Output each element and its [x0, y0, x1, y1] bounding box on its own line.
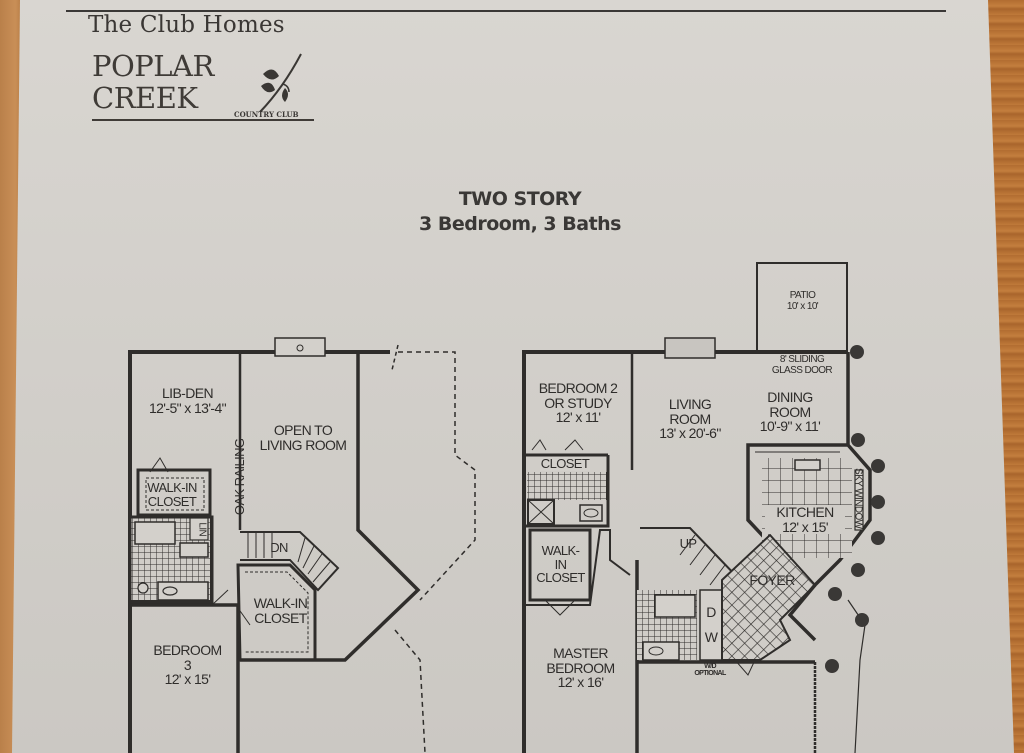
washer-label: W: [704, 629, 718, 645]
sliding-glass-door-label: 8' SLIDING GLASS DOOR: [762, 354, 842, 376]
room-name: KITCHEN: [776, 504, 834, 520]
closet-label: CLOSET: [540, 456, 590, 471]
header-rule: [66, 10, 946, 12]
room-name-line2: CLOSET: [254, 609, 307, 626]
brand-name-line1: POPLAR: [92, 49, 214, 83]
room-name-line2: ROOM: [769, 403, 811, 420]
room-label-foyer: FOYER: [749, 572, 795, 588]
brand-tagline: The Club Homes: [88, 12, 285, 38]
room-label-master-bedroom: MASTER BEDROOM 12' x 16': [533, 646, 628, 690]
brand-name-line2: CREEK: [92, 81, 198, 115]
room-name-line2: OR STUDY: [544, 394, 612, 411]
room-name-line1: WALK-: [541, 543, 580, 558]
plan-subtitle: 3 Bedroom, 3 Baths: [419, 213, 621, 235]
room-label-kitchen: KITCHEN 12' x 15': [765, 504, 845, 535]
room-name-line2: BEDROOM: [546, 659, 615, 676]
room-label-walkin-closet-lower: WALK- IN CLOSET: [533, 544, 588, 585]
room-label-walkin-closet-upper-2: WALK-IN CLOSET: [248, 596, 313, 625]
oak-railing-label: OAK RAILING: [232, 438, 248, 516]
room-label-patio: PATIO 10' x 10': [765, 290, 840, 312]
room-size: 13' x 20'-6": [659, 425, 721, 442]
room-label-bedroom-3: BEDROOM 3 12' x 15': [140, 643, 235, 687]
room-label-living-room: LIVING ROOM 13' x 20'-6": [645, 397, 735, 441]
room-label-lib-den: LIB-DEN 12'-5" x 13'-4": [140, 386, 235, 415]
room-label-dining-room: DINING ROOM 10'-9" x 11': [745, 390, 835, 434]
room-size: 10'-9" x 11': [759, 418, 821, 435]
room-label-open-to-living: OPEN TO LIVING ROOM: [259, 422, 347, 453]
stairs-up-label: UP: [679, 536, 697, 551]
room-name-line1: DINING: [767, 389, 813, 405]
room-size: 12' x 16': [557, 674, 604, 691]
room-name-line1: WALK-IN: [147, 480, 197, 495]
room-name-line1: BEDROOM: [153, 642, 222, 658]
brand-subname: COUNTRY CLUB: [234, 110, 299, 119]
room-name: PATIO: [789, 290, 816, 301]
room-size: 12' x 15': [782, 518, 828, 535]
room-size: 10' x 10': [786, 300, 819, 312]
annotation-line2: GLASS DOOR: [771, 364, 833, 376]
room-label-bedroom-2: BEDROOM 2 OR STUDY 12' x 11': [528, 381, 628, 425]
annotation-line1: 8' SLIDING: [779, 354, 825, 365]
room-size: 12' x 11': [555, 409, 601, 426]
annotation-line1: W/D: [704, 663, 716, 670]
room-label-walkin-closet-upper-1: WALK-IN CLOSET: [143, 481, 201, 508]
poplar-leaf-branch-icon: [259, 53, 302, 113]
linen-closet-label: LIN: [196, 522, 208, 537]
sky-window-label: SKY WINDOW: [852, 468, 864, 529]
room-name-line1: LIVING: [668, 396, 712, 412]
room-name-line2: ROOM: [669, 410, 711, 427]
room-name-line1: MASTER: [553, 645, 608, 661]
brand-rule: [92, 119, 314, 121]
plan-title: TWO STORY: [458, 188, 582, 210]
room-size: 12'-5" x 13'-4": [148, 399, 227, 416]
annotation-line2: OPTIONAL: [694, 670, 726, 678]
room-name: LIB-DEN: [161, 385, 214, 401]
room-name-line1: WALK-IN: [253, 595, 308, 611]
room-name-line2: IN: [554, 556, 567, 572]
room-name-line2: 3: [183, 656, 192, 673]
dryer-label: D: [706, 604, 716, 620]
room-size: 12' x 15': [164, 671, 211, 688]
wd-optional-label: W/D OPTIONAL: [685, 663, 735, 678]
room-name-line3: CLOSET: [536, 570, 585, 586]
room-name-line2: CLOSET: [147, 493, 197, 509]
stairs-down-label: DN: [270, 540, 288, 555]
room-name-line1: BEDROOM 2: [538, 380, 618, 396]
